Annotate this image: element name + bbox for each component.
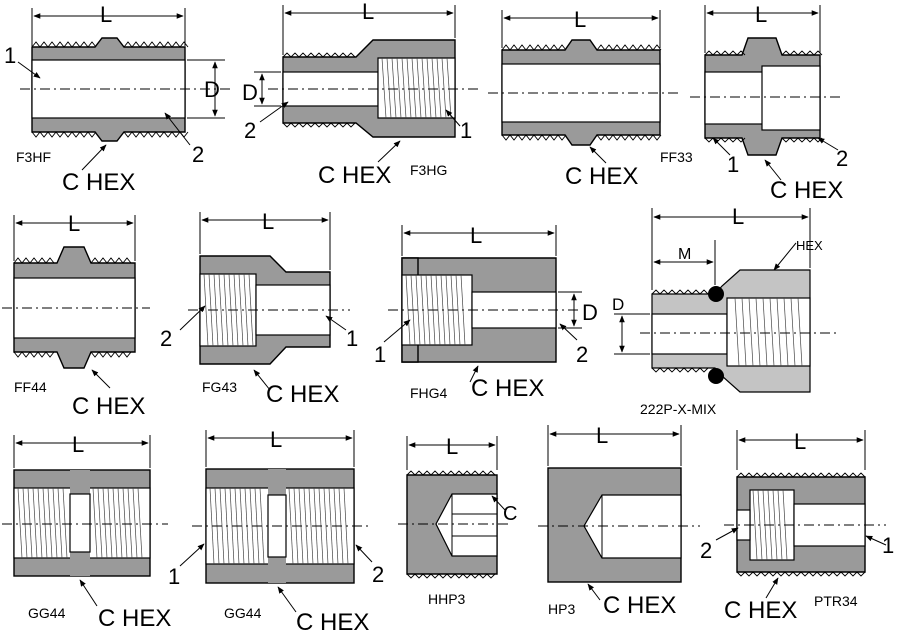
hex-label: C <box>503 503 517 525</box>
dim-d-label: D <box>582 300 598 325</box>
fitting-unnamed-nipple: L C HEX <box>488 7 682 190</box>
dim-m-label: M <box>678 246 691 263</box>
part-code: HP3 <box>548 601 575 617</box>
callout-2: 2 <box>160 326 172 351</box>
callout-2: 2 <box>836 146 848 171</box>
callout-1: 1 <box>727 152 739 177</box>
callout-1: 1 <box>4 43 16 68</box>
dim-l-label: L <box>574 7 586 32</box>
hex-label: C HEX <box>62 169 135 196</box>
part-code: FF44 <box>14 379 47 395</box>
callout-1: 1 <box>460 118 472 143</box>
hex-label: C HEX <box>471 375 544 402</box>
callout-2: 2 <box>244 118 256 143</box>
fitting-hhp3: L C HHP3 <box>398 434 517 607</box>
hex-label: C HEX <box>318 162 391 189</box>
callout-2: 2 <box>192 142 204 167</box>
fitting-f3hg: L D 2 1 C HEX F3HG <box>242 0 480 189</box>
hex-label: C HEX <box>565 163 638 190</box>
dim-l-label: L <box>732 204 744 229</box>
part-code: 222P-X-MIX <box>640 401 717 417</box>
dim-l-label: L <box>362 0 374 24</box>
dim-d-label: D <box>612 295 624 314</box>
part-code: FF33 <box>660 149 693 165</box>
hex-label: C HEX <box>266 381 339 408</box>
callout-2: 2 <box>372 562 384 587</box>
callout-1: 1 <box>346 326 358 351</box>
callout-2: 2 <box>700 538 712 563</box>
dim-l-label: L <box>470 223 482 248</box>
dim-d-label: D <box>242 80 258 105</box>
dim-l-label: L <box>755 2 767 27</box>
part-code: GG44 <box>28 605 66 621</box>
fitting-ptr34: L 2 1 C HEX PTR34 <box>700 429 894 624</box>
part-code: F3HG <box>410 162 447 178</box>
fitting-ff33: L 1 2 C HEX FF33 <box>660 2 848 204</box>
fitting-gg44-b: L 1 2 C HEX GG44 <box>168 427 384 636</box>
callout-2: 2 <box>576 342 588 367</box>
dim-l-label: L <box>596 423 608 448</box>
fitting-ff44: L C HEX FF44 <box>2 211 150 420</box>
fitting-gg44-a: L C HEX GG44 <box>2 432 171 632</box>
dim-l-label: L <box>72 432 84 457</box>
fitting-fg43: L 2 1 C HEX FG43 <box>160 209 358 408</box>
part-code: FG43 <box>202 379 237 395</box>
dim-l-label: L <box>794 429 806 454</box>
hex-label: C HEX <box>296 609 369 636</box>
fitting-fhg4: L D 1 2 C HEX FHG4 <box>374 223 598 402</box>
dim-l-label: L <box>262 209 274 234</box>
hex-label: C HEX <box>72 393 145 420</box>
dim-l-label: L <box>446 434 458 459</box>
dim-l-label: L <box>68 211 80 236</box>
hex-label: C HEX <box>770 177 843 204</box>
part-code: FHG4 <box>410 385 448 401</box>
hex-label: C HEX <box>724 597 797 624</box>
callout-1: 1 <box>882 533 894 558</box>
dim-l-label: L <box>100 2 112 27</box>
hex-label: C HEX <box>603 592 676 619</box>
hex-label: C HEX <box>98 605 171 632</box>
part-code: PTR34 <box>814 593 858 609</box>
part-code: F3HF <box>16 149 51 165</box>
dim-l-label: L <box>270 427 282 452</box>
fitting-f3hf: L D 1 2 C HEX F3HF <box>4 2 230 196</box>
dim-d-label: D <box>204 77 220 102</box>
fitting-hp3: L C HEX HP3 <box>538 423 700 619</box>
callout-1: 1 <box>168 564 180 589</box>
part-code: HHP3 <box>428 591 466 607</box>
fitting-222p-x-mix: L M D HEX 222P-X-MIX <box>612 204 836 417</box>
hex-label: HEX <box>796 238 823 253</box>
part-code: GG44 <box>224 605 262 621</box>
callout-1: 1 <box>374 342 386 367</box>
